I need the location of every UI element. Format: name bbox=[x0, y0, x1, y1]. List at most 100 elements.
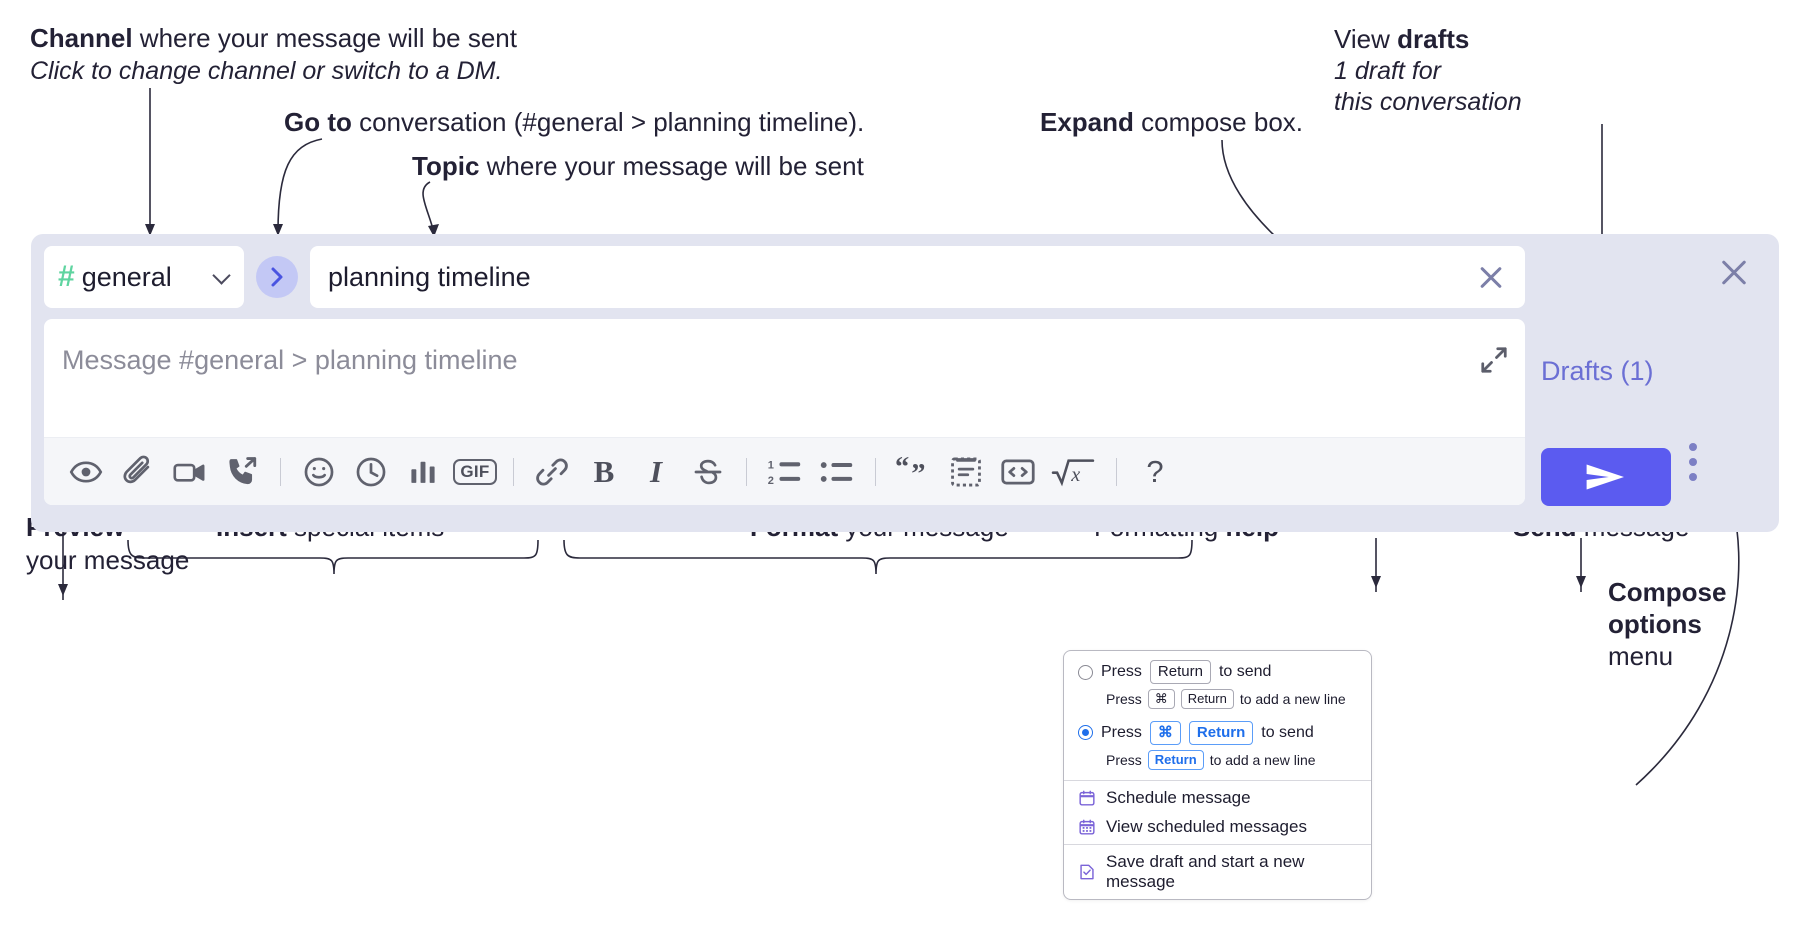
menu-item-schedule-message[interactable]: Schedule message bbox=[1064, 781, 1371, 815]
opt1-sub-post: to add a new line bbox=[1239, 691, 1346, 708]
menu-item-label: View scheduled messages bbox=[1106, 816, 1307, 836]
annotation-expand-bold: Expand bbox=[1040, 107, 1134, 137]
ordered-list-icon[interactable]: 1 2 bbox=[759, 446, 811, 498]
menu-item-label: Schedule message bbox=[1106, 787, 1251, 807]
annotation-compose-options-bold1: Compose bbox=[1608, 577, 1727, 607]
goto-conversation-button[interactable] bbox=[256, 256, 298, 298]
annotation-channel-bold: Channel bbox=[30, 23, 133, 53]
dot bbox=[1689, 473, 1697, 481]
toolbar-separator bbox=[513, 457, 514, 486]
bulleted-list-icon[interactable] bbox=[811, 446, 863, 498]
calendar-grid-icon bbox=[1078, 818, 1096, 836]
help-label: ? bbox=[1146, 453, 1164, 489]
chevron-down-icon bbox=[214, 269, 230, 285]
key-command: ⌘ bbox=[1147, 689, 1175, 709]
menu-divider bbox=[1064, 843, 1371, 845]
annotation-compose-options-bold2: options bbox=[1608, 609, 1702, 639]
bold-icon[interactable]: B bbox=[578, 446, 630, 498]
close-icon[interactable] bbox=[1475, 261, 1507, 293]
svg-text:1: 1 bbox=[768, 459, 774, 471]
svg-text:“: “ bbox=[895, 455, 909, 483]
opt2-sub-post: to add a new line bbox=[1209, 751, 1316, 768]
annotation-drafts-pre: View bbox=[1334, 24, 1398, 54]
annotation-drafts-sub2: this conversation bbox=[1334, 86, 1522, 118]
menu-item-save-draft[interactable]: Save draft and start a new message bbox=[1064, 845, 1371, 899]
chevron-right-icon bbox=[271, 267, 283, 287]
send-button[interactable] bbox=[1541, 448, 1671, 506]
menu-item-label: Save draft and start a new message bbox=[1106, 851, 1305, 891]
compose-inner: # general planning timeline Message #gen… bbox=[44, 246, 1525, 505]
compose-options-menu: Press Return to send Press ⌘ Return to a… bbox=[1063, 650, 1372, 900]
opt1-post: to send bbox=[1218, 663, 1272, 681]
blockquote-icon[interactable]: “ ” bbox=[888, 446, 940, 498]
radio-command-return[interactable] bbox=[1078, 725, 1093, 741]
svg-text:”: ” bbox=[911, 458, 925, 488]
compose-header-row: # general planning timeline bbox=[44, 246, 1525, 308]
annotation-compose-options-3: menu bbox=[1608, 640, 1673, 673]
strikethrough-icon[interactable] bbox=[682, 446, 734, 498]
annotation-topic-bold: Topic bbox=[412, 151, 480, 181]
annotation-goto-bold: Go to bbox=[284, 107, 352, 137]
emoji-icon[interactable] bbox=[293, 446, 345, 498]
annotation-drafts-sub1-text: 1 draft for bbox=[1334, 57, 1441, 85]
svg-text:x: x bbox=[1070, 463, 1080, 485]
gif-label: GIF bbox=[453, 458, 497, 485]
opt2-pre: Press bbox=[1101, 723, 1142, 741]
channel-selector[interactable]: # general bbox=[44, 246, 244, 308]
menu-divider bbox=[1064, 779, 1371, 781]
annotation-goto-rest: conversation (#general > planning timeli… bbox=[351, 107, 865, 137]
italic-icon[interactable]: I bbox=[630, 446, 682, 498]
annotation-channel: Channel where your message will be sent bbox=[30, 22, 517, 55]
panel-close-icon[interactable] bbox=[1717, 256, 1751, 290]
phone-forward-icon[interactable] bbox=[216, 446, 268, 498]
toolbar-separator bbox=[1116, 457, 1117, 486]
expand-icon[interactable] bbox=[1479, 345, 1509, 375]
toolbar-separator bbox=[746, 457, 747, 486]
toolbar-separator bbox=[875, 457, 876, 486]
message-input-area[interactable]: Message #general > planning timeline bbox=[44, 319, 1525, 505]
annotation-topic: Topic where your message will be sent bbox=[412, 150, 864, 183]
clock-icon[interactable] bbox=[345, 446, 397, 498]
bar-chart-icon[interactable] bbox=[397, 446, 449, 498]
annotation-drafts-bold: drafts bbox=[1397, 24, 1470, 54]
annotation-preview-line2: your message bbox=[26, 544, 189, 577]
bold-label: B bbox=[593, 453, 615, 489]
hash-icon: # bbox=[58, 260, 75, 293]
topic-value: planning timeline bbox=[328, 261, 531, 292]
gif-icon[interactable]: GIF bbox=[449, 446, 501, 498]
help-icon[interactable]: ? bbox=[1129, 446, 1181, 498]
svg-text:2: 2 bbox=[768, 474, 774, 486]
annotation-channel-sub-text: Click to change channel or switch to a D… bbox=[30, 57, 503, 85]
key-return: Return bbox=[1147, 750, 1204, 770]
inline-code-icon[interactable] bbox=[992, 446, 1044, 498]
compose-options-button[interactable] bbox=[1689, 443, 1697, 488]
math-icon[interactable]: x bbox=[1044, 446, 1104, 498]
italic-label: I bbox=[649, 453, 663, 489]
key-return: Return bbox=[1188, 720, 1254, 746]
dot bbox=[1689, 443, 1697, 451]
menu-item-view-scheduled[interactable]: View scheduled messages bbox=[1064, 815, 1371, 844]
annotation-goto: Go to conversation (#general > planning … bbox=[284, 106, 864, 139]
calendar-icon bbox=[1078, 789, 1096, 807]
drafts-link[interactable]: Drafts (1) bbox=[1541, 356, 1654, 386]
send-option-return[interactable]: Press Return to send Press ⌘ Return to a… bbox=[1064, 651, 1371, 719]
annotation-preview-line2-text: your message bbox=[26, 545, 190, 575]
annotation-channel-sub: Click to change channel or switch to a D… bbox=[30, 55, 502, 87]
topic-input[interactable]: planning timeline bbox=[310, 246, 1525, 308]
opt1-sub-pre: Press bbox=[1106, 691, 1142, 708]
radio-return[interactable] bbox=[1078, 664, 1093, 680]
attachment-icon[interactable] bbox=[112, 446, 164, 498]
formatting-toolbar: GIF B I bbox=[44, 437, 1525, 505]
annotation-expand-rest: compose box. bbox=[1133, 107, 1304, 137]
compose-panel: # general planning timeline Message #gen… bbox=[31, 234, 1779, 532]
key-command: ⌘ bbox=[1149, 720, 1181, 746]
key-return: Return bbox=[1180, 689, 1234, 709]
save-draft-icon bbox=[1078, 863, 1096, 881]
send-option-cmd-return[interactable]: Press ⌘ Return to send Press Return to a… bbox=[1064, 719, 1371, 780]
channel-name: general bbox=[81, 261, 172, 292]
code-block-icon[interactable] bbox=[940, 446, 992, 498]
link-icon[interactable] bbox=[526, 446, 578, 498]
video-camera-icon[interactable] bbox=[164, 446, 216, 498]
preview-icon[interactable] bbox=[60, 446, 112, 498]
dot bbox=[1689, 458, 1697, 466]
